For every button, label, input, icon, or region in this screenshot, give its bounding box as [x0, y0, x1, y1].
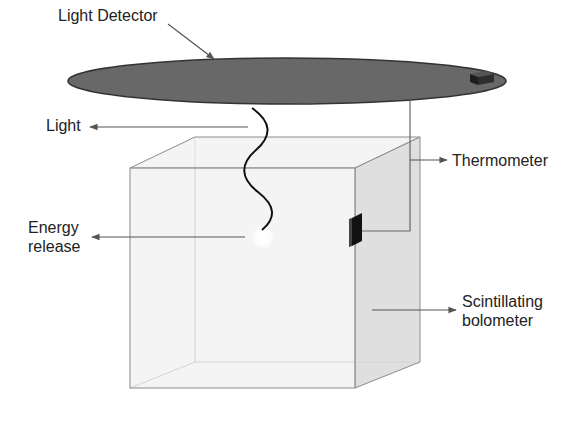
leader-arrow — [168, 24, 214, 59]
part-label: Light — [46, 116, 81, 135]
crystal-back-edges — [130, 137, 420, 388]
part-label: Thermometer — [452, 151, 548, 170]
leader-arrow — [90, 126, 248, 127]
leader-arrow — [92, 236, 245, 237]
part-label: Light Detector — [58, 6, 158, 25]
part-label: Energy release — [28, 218, 92, 256]
leader-arrow — [372, 309, 456, 310]
leader-arrows — [90, 24, 456, 310]
light-detector-disk — [68, 58, 506, 104]
crystal-front-face — [130, 168, 355, 388]
detector-thermometer — [470, 71, 494, 85]
thermometer-wire — [362, 100, 410, 231]
energy-release-star — [254, 228, 272, 246]
part-label: Scintillating bolometer — [462, 292, 572, 330]
light-wave — [244, 108, 272, 230]
leader-arrow — [410, 159, 447, 160]
crystal-thermometer — [349, 213, 362, 247]
